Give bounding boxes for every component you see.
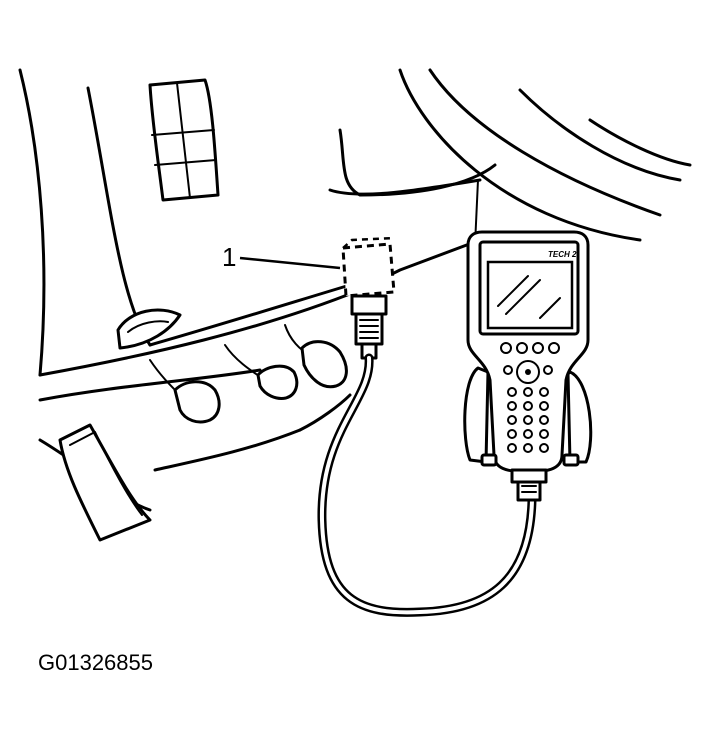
- keypad: [507, 387, 549, 453]
- hood-release-handle: [116, 308, 182, 350]
- pedals: [149, 324, 348, 424]
- scan-tool-brand: TECH 2: [548, 250, 577, 259]
- dlc-connector: [341, 236, 396, 298]
- air-vent: [148, 78, 220, 202]
- cable-plug: [350, 294, 388, 360]
- figure-id: G01326855: [38, 650, 153, 675]
- callout-label: 1: [222, 242, 236, 272]
- callout-leader: [239, 256, 341, 270]
- dashboard-outline: [18, 68, 692, 377]
- scan-tool-cable: [317, 353, 537, 617]
- floor-outline: [38, 368, 352, 542]
- scan-tool: [463, 230, 593, 502]
